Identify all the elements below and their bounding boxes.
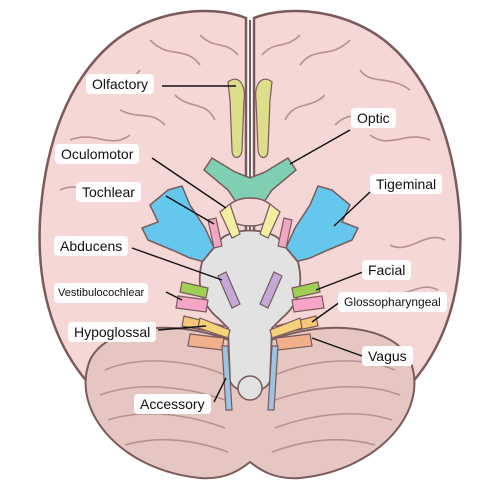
label-oculomotor: Oculomotor [55,144,140,164]
label-trochlear: Tochlear [76,182,141,202]
abducens-nerve [217,271,241,309]
optic-nerve [203,156,297,203]
trigeminal-nerve-right [284,185,360,263]
facial-nerve [179,281,209,299]
label-accessory: Accessory [134,394,211,414]
accessory-nerve [221,345,233,411]
oculomotor-nerve [219,202,241,239]
label-optic: Optic [351,108,396,128]
trochlear-nerve [207,217,223,249]
label-facial: Facial [362,260,412,280]
label-hypoglossal: Hypoglossal [68,322,157,342]
label-olfactory: Olfactory [86,74,155,94]
label-vestibulocochlear: Vestibulocochlear [54,283,149,303]
trigeminal-nerve-left [140,185,216,263]
label-abducens: Abducens [54,236,129,256]
label-vagus: Vagus [362,346,413,366]
hypoglossal-nerve [197,317,231,339]
vestibulocochlear-nerve [175,295,209,313]
leader-lines [131,85,371,403]
label-trigeminal: Tigeminal [370,174,443,194]
label-glossopharyngeal: Glossopharyngeal [338,292,447,312]
olfactory-nerve [227,78,273,159]
